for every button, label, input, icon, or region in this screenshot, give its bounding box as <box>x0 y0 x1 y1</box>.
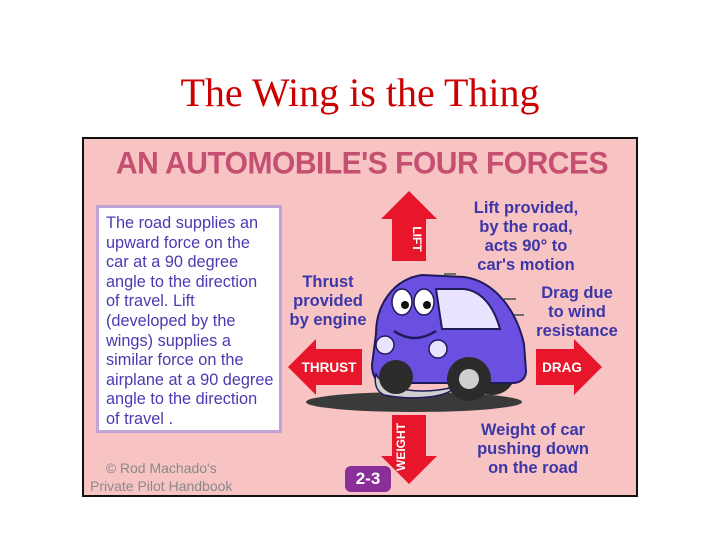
weight-label-line: pushing down <box>477 440 589 458</box>
lift-label-line: by the road, <box>479 218 573 236</box>
thrust-description: Thrust provided by engine <box>280 273 376 330</box>
thrust-label-line: by engine <box>289 311 367 329</box>
four-forces-illustration: AN AUTOMOBILE'S FOUR FORCES The road sup… <box>82 137 638 497</box>
forces-diagram: LIFT WEIGHT THRUST DRAG <box>288 191 602 484</box>
weight-arrow: WEIGHT <box>381 415 437 484</box>
thrust-label-line: provided <box>293 292 363 310</box>
figure-heading: AN AUTOMOBILE'S FOUR FORCES <box>116 146 608 181</box>
weight-label-line: Weight of car <box>480 421 586 439</box>
lift-description: Lift provided, by the road, acts 90° to … <box>462 199 590 275</box>
weight-label-line: on the road <box>488 459 578 477</box>
slide-title: The Wing is the Thing <box>180 70 540 115</box>
drag-label-line: to wind <box>548 303 606 321</box>
thrust-label-line: Thrust <box>302 273 354 291</box>
lift-label-line: Lift provided, <box>473 199 579 217</box>
info-text-box: The road supplies an upward force on the… <box>96 205 282 433</box>
drag-description: Drag due to wind resistance <box>526 284 628 341</box>
thrust-arrow-label: THRUST <box>302 360 357 375</box>
cartoon-car-icon <box>370 273 528 401</box>
lift-arrow: LIFT <box>381 191 437 261</box>
credit-line: Private Pilot Handbook <box>90 478 233 494</box>
figure-number-badge: 2-3 <box>345 466 391 492</box>
thrust-arrow: THRUST <box>288 339 362 395</box>
lift-label-line: car's motion <box>477 256 575 274</box>
credit-line: © Rod Machado's <box>105 460 217 476</box>
copyright-credit: © Rod Machado's Private Pilot Handbook <box>90 459 232 495</box>
drag-arrow: DRAG <box>536 339 602 395</box>
drag-label-line: Drag due <box>541 284 613 302</box>
weight-description: Weight of car pushing down on the road <box>458 421 608 478</box>
weight-arrow-label: WEIGHT <box>394 422 408 471</box>
info-text: The road supplies an upward force on the… <box>106 214 274 428</box>
drag-label-line: resistance <box>536 322 618 340</box>
lift-label-line: acts 90° to <box>484 237 568 255</box>
lift-arrow-label: LIFT <box>410 226 424 252</box>
drag-arrow-label: DRAG <box>542 360 582 375</box>
